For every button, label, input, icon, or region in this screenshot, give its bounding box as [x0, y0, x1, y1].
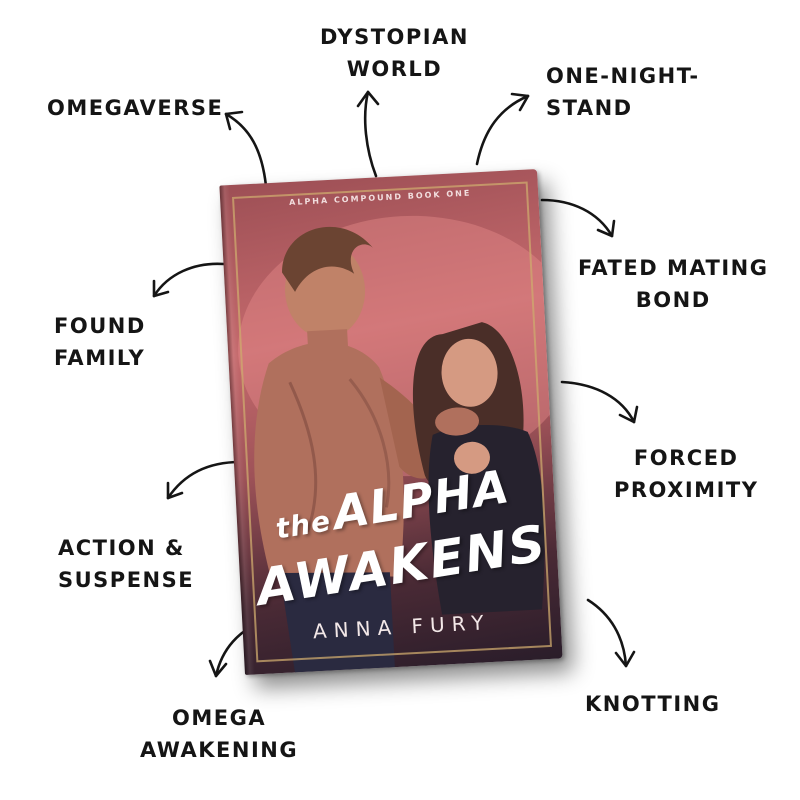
arrow-one-night: [475, 94, 530, 166]
arrowhead-knotting: [614, 650, 636, 668]
arrowhead-found: [152, 279, 170, 298]
arrowhead-omegaverse: [224, 110, 244, 131]
trope-omega-awakening-line1: OMEGA: [172, 706, 267, 730]
trope-found-line2: FAMILY: [54, 346, 146, 370]
trope-forced-line1: FORCED: [633, 446, 739, 470]
trope-dystopian-line1: DYSTOPIAN: [320, 25, 469, 49]
trope-dystopian-world: DYSTOPIAN WORLD: [320, 21, 469, 85]
trope-one-night-line1: ONE-NIGHT-: [546, 64, 700, 88]
arrow-omegaverse: [224, 112, 268, 188]
trope-found-family: FOUND FAMILY: [54, 310, 146, 374]
trope-omega-awakening: OMEGA AWAKENING: [140, 702, 298, 766]
arrowhead-action: [166, 481, 184, 500]
trope-dystopian-line2: WORLD: [346, 57, 443, 81]
arrow-dystopian: [363, 90, 378, 178]
trope-action-line1: ACTION &: [58, 536, 185, 560]
book-cover-face: ALPHA COMPOUND BOOK ONE theALPHA AWAKENS…: [219, 169, 563, 675]
trope-omegaverse: OMEGAVERSE: [47, 92, 223, 124]
trope-found-line1: FOUND: [54, 314, 146, 338]
arrowhead-dystopian: [356, 90, 380, 108]
trope-forced-proximity: FORCED PROXIMITY: [614, 442, 758, 506]
title-article: the: [273, 504, 334, 546]
trope-one-night-line2: STAND: [546, 96, 633, 120]
trope-knotting: KNOTTING: [585, 688, 720, 720]
arrowhead-forced: [618, 405, 639, 424]
arrow-knotting: [586, 598, 628, 668]
arrow-forced: [560, 380, 636, 424]
trope-fated-line2: BOND: [635, 288, 711, 312]
arrow-action: [166, 460, 242, 500]
trope-action-line2: SUSPENSE: [58, 568, 195, 592]
trope-fated-mating-bond: FATED MATING BOND: [578, 252, 768, 316]
book-cover: ALPHA COMPOUND BOOK ONE theALPHA AWAKENS…: [219, 169, 563, 675]
arrowhead-omega-awakening: [208, 659, 228, 678]
trope-forced-line2: PROXIMITY: [614, 478, 759, 502]
trope-omegaverse-text: OMEGAVERSE: [47, 96, 224, 120]
trope-one-night-stand: ONE-NIGHT- STAND: [546, 60, 700, 124]
trope-action-suspense: ACTION & SUSPENSE: [58, 532, 194, 596]
trope-knotting-text: KNOTTING: [585, 692, 721, 716]
trope-omega-awakening-line2: AWAKENING: [140, 738, 299, 762]
arrow-found: [152, 262, 226, 298]
trope-fated-line1: FATED MATING: [578, 256, 769, 280]
arrowhead-one-night: [510, 92, 530, 112]
cover-illustration: [238, 215, 563, 673]
arrow-fated: [540, 198, 614, 238]
arrowhead-fated: [596, 219, 616, 238]
